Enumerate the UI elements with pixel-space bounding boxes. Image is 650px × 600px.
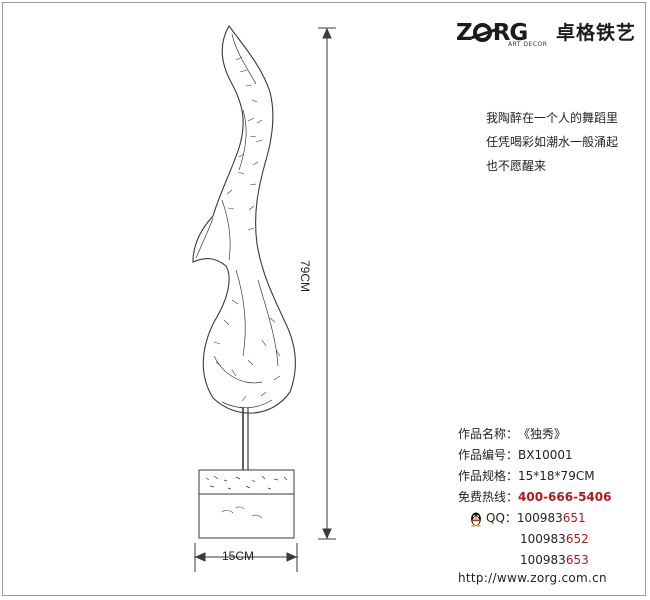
product-size: 15*18*79CM: [518, 469, 595, 483]
spec-label: 作品规格：: [458, 469, 519, 483]
spec-row-qq-3: 100983653: [458, 550, 644, 571]
width-dimension-line: [194, 543, 298, 572]
qq-number[interactable]: 100983652: [520, 532, 589, 546]
logo-o-icon: [472, 23, 492, 42]
penguin-icon: [471, 512, 481, 527]
product-code: BX10001: [518, 448, 573, 462]
height-dimension-label: 79CM: [298, 260, 312, 293]
sculpture-figure: [192, 25, 296, 414]
website-link[interactable]: http://www.zorg.com.cn: [458, 571, 607, 585]
spec-row-qq-2: 100983652: [458, 529, 644, 550]
poem-block: 我陶醉在一个人的舞蹈里 任凭喝彩如潮水一般涌起 也不愿醒来: [486, 106, 641, 178]
sculpture-stand: [198, 408, 295, 539]
hotline-number[interactable]: 400-666-5406: [518, 490, 612, 504]
qq-label: QQ：: [486, 511, 517, 525]
logo-subtitle: ART DECOR: [508, 41, 548, 48]
spec-label: 作品编号：: [458, 448, 519, 462]
spec-row-qq: QQ：100983651: [458, 508, 644, 529]
spec-row-size: 作品规格：15*18*79CM: [458, 466, 644, 487]
qq-number[interactable]: 100983651: [516, 511, 586, 525]
spec-row-hotline: 免费热线：400-666-5406: [458, 487, 644, 508]
width-dimension-label: 15CM: [222, 549, 255, 563]
logo-chinese-name: 卓格铁艺: [556, 22, 637, 44]
product-specs: 作品名称：《独秀》 作品编号：BX10001 作品规格：15*18*79CM 免…: [458, 424, 644, 571]
spec-row-name: 作品名称：《独秀》: [458, 424, 644, 445]
spec-label: 免费热线：: [458, 490, 519, 504]
poem-line: 也不愿醒来: [486, 159, 547, 173]
product-name: 《独秀》: [518, 427, 567, 441]
qq-number[interactable]: 100983653: [520, 553, 589, 567]
spec-label: 作品名称：: [458, 427, 519, 441]
poem-line: 我陶醉在一个人的舞蹈里: [486, 111, 619, 125]
spec-row-code: 作品编号：BX10001: [458, 445, 644, 466]
height-dimension-line: [318, 27, 336, 540]
poem-line: 任凭喝彩如潮水一般涌起: [486, 135, 619, 149]
